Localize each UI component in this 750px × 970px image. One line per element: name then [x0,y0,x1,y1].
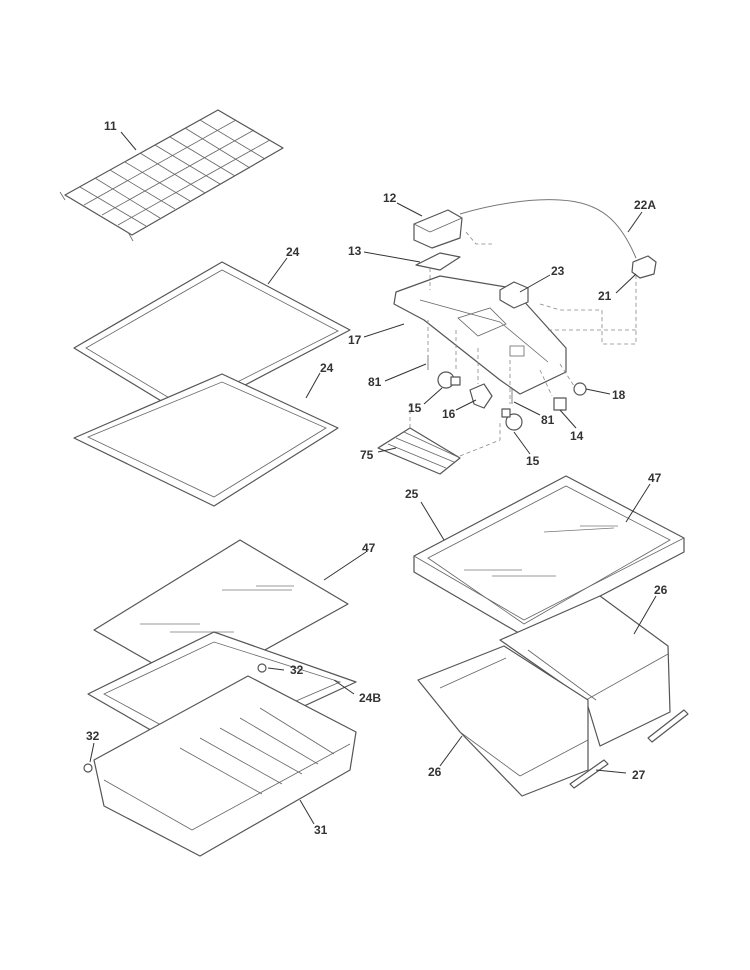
crisper-pan [93,675,357,857]
callout-75: 75 [360,448,374,462]
crisper-drawer-front [417,645,589,797]
wire-shelf [59,109,284,242]
callout-32-right: 32 [290,663,304,677]
callout-12: 12 [383,191,397,205]
callout-24b: 24B [359,691,381,705]
callout-26-front: 26 [428,765,442,779]
glass-shelf-upper [73,261,351,417]
callout-31: 31 [314,823,328,837]
callout-15-right: 15 [526,454,540,468]
drawer-slide [569,709,689,789]
clip-part-left [83,763,93,773]
callout-24-upper: 24 [286,245,300,259]
callout-17: 17 [348,333,362,347]
callout-81-right: 81 [541,413,555,427]
callout-11: 11 [104,119,117,133]
callout-18: 18 [612,388,626,402]
callout-47-right: 47 [648,471,662,485]
callout-25: 25 [405,487,419,501]
callout-26-back: 26 [654,583,668,597]
callout-81-left: 81 [368,375,382,389]
callout-23: 23 [551,264,565,278]
crisper-cover-right [413,475,685,637]
callout-27: 27 [632,768,646,782]
callout-24-lower: 24 [320,361,334,375]
callout-14: 14 [570,429,584,443]
clip-part-right [257,663,267,673]
leader-lines [89,131,657,825]
callout-13: 13 [348,244,362,258]
callout-47-left: 47 [362,541,376,555]
control-housing-assembly [377,199,657,475]
callout-21: 21 [598,289,612,303]
callout-32-left: 32 [86,729,100,743]
callout-16: 16 [442,407,456,421]
callout-15-left: 15 [408,401,422,415]
callout-labels: 11 12 13 17 22A 23 21 81 15 16 81 18 14 … [86,119,668,837]
glass-shelf-lower [73,373,339,507]
callout-22a: 22A [634,198,656,212]
